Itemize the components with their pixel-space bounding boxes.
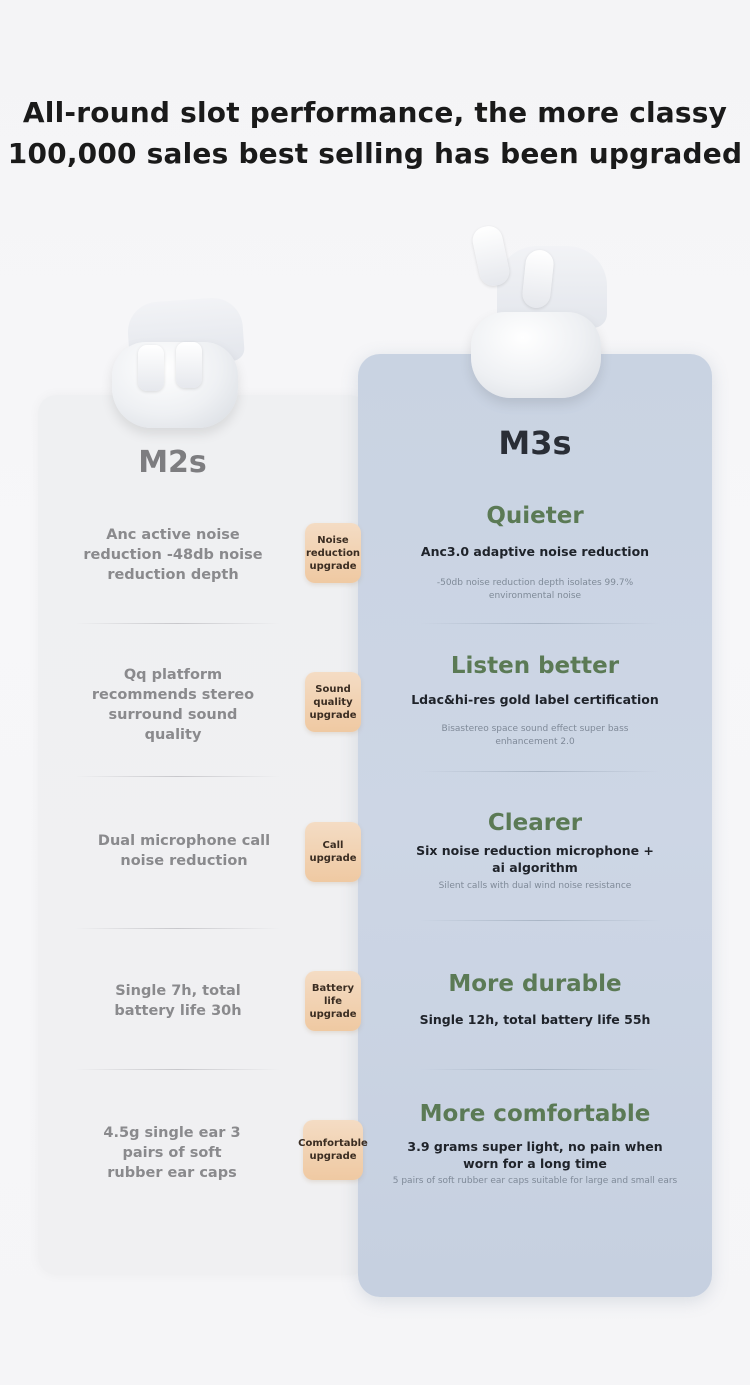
row-divider-right <box>420 920 660 921</box>
row-divider-right <box>420 771 660 772</box>
row-divider-left <box>75 623 280 624</box>
feature-title-quieter: Quieter <box>486 503 584 529</box>
upgrade-badge-label: Sound quality upgrade <box>309 683 357 721</box>
upgrade-badge-sound: Sound quality upgrade <box>305 672 361 732</box>
new-model-panel <box>358 354 712 1297</box>
new-case-body <box>471 312 601 398</box>
feature-main-noise: Anc3.0 adaptive noise reduction <box>420 544 650 559</box>
row-divider-right <box>420 623 660 624</box>
headline-line-2: 100,000 sales best selling has been upgr… <box>7 137 743 170</box>
old-earbud-right <box>176 342 202 388</box>
upgrade-badge-label: Comfortable upgrade <box>298 1138 368 1162</box>
feature-title-clearer: Clearer <box>487 810 583 836</box>
feature-sub-noise: -50db noise reduction depth isolates 99.… <box>436 578 634 601</box>
new-earbud-left <box>470 223 512 289</box>
old-feature-call: Dual microphone call noise reduction <box>97 833 271 869</box>
old-feature-comfort: 4.5g single ear 3 pairs of soft rubber e… <box>103 1125 241 1181</box>
headline-line-1: All-round slot performance, the more cla… <box>22 96 728 129</box>
old-feature-sound: Qq platform recommends stereo surround s… <box>91 667 255 743</box>
old-feature-noise: Anc active noise reduction -48db noise r… <box>83 527 263 583</box>
upgrade-badge-call: Call upgrade <box>305 822 361 882</box>
row-divider-right <box>420 1069 660 1070</box>
feature-main-comfort: 3.9 grams super light, no pain when worn… <box>407 1139 663 1171</box>
feature-title-more-durable: More durable <box>448 971 622 997</box>
feature-sub-comfort: 5 pairs of soft rubber ear caps suitable… <box>392 1176 678 1186</box>
old-case-body <box>112 342 238 428</box>
upgrade-badge-noise: Noise reduction upgrade <box>305 523 361 583</box>
upgrade-badge-battery: Battery life upgrade <box>305 971 361 1031</box>
feature-title-listen-better: Listen better <box>450 653 620 679</box>
old-earbud-left <box>138 345 164 391</box>
row-divider-left <box>75 1069 280 1070</box>
feature-sub-call: Silent calls with dual wind noise resist… <box>438 881 632 891</box>
headline: All-round slot performance, the more cla… <box>0 92 750 174</box>
row-divider-left <box>75 928 280 929</box>
upgrade-badge-label: Battery life upgrade <box>309 982 357 1020</box>
upgrade-badge-comfort: Comfortable upgrade <box>298 1120 368 1180</box>
feature-main-battery: Single 12h, total battery life 55h <box>419 1012 651 1027</box>
old-model-name: M2s <box>138 445 207 480</box>
feature-main-call: Six noise reduction microphone + ai algo… <box>416 843 654 875</box>
row-divider-left <box>75 776 280 777</box>
upgrade-badge-label: Noise reduction upgrade <box>305 534 361 572</box>
upgrade-badge-label: Call upgrade <box>309 840 357 864</box>
new-model-name: M3s <box>498 424 572 462</box>
feature-sub-sound: Bisastereo space sound effect super bass… <box>441 724 629 747</box>
feature-title-more-comfortable: More comfortable <box>419 1101 651 1127</box>
feature-main-sound: Ldac&hi-res gold label certification <box>411 692 659 707</box>
old-feature-battery: Single 7h, total battery life 30h <box>114 983 242 1019</box>
